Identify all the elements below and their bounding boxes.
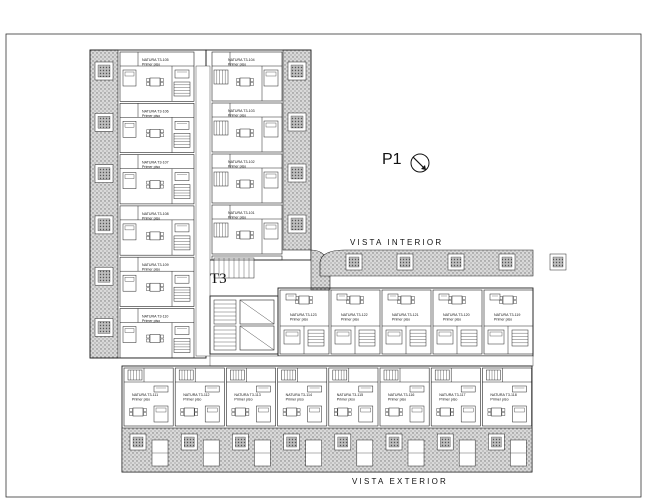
unit-name-label: NATURA T3-103 bbox=[228, 109, 255, 113]
unit-floor-label: Primer piso bbox=[290, 318, 308, 322]
unit-floor-label: Primer piso bbox=[228, 216, 246, 220]
unit-name-label: NATURA T3-123 bbox=[290, 313, 317, 317]
unit-name-label: NATURA T3-117 bbox=[439, 393, 465, 397]
unit-name-label: NATURA T3-113 bbox=[234, 393, 260, 397]
unit-name-label: NATURA T3-121 bbox=[392, 313, 419, 317]
unit-floor-label: Primer piso bbox=[443, 318, 461, 322]
unit-floor-label: Primer piso bbox=[392, 318, 410, 322]
unit-floor-label: Primer piso bbox=[228, 165, 246, 169]
unit-name-label: NATURA T3-119 bbox=[494, 313, 520, 317]
unit-floor-label: Primer piso bbox=[388, 398, 406, 402]
unit-floor-label: Primer piso bbox=[228, 63, 246, 67]
view-interior-label: VISTA INTERIOR bbox=[350, 238, 443, 247]
unit-floor-label: Primer piso bbox=[142, 319, 160, 323]
unit-name-label: NATURA T3-105 bbox=[142, 58, 169, 62]
unit-name-label: NATURA T3-116 bbox=[388, 393, 414, 397]
unit-name-label: NATURA T3-111 bbox=[132, 393, 158, 397]
unit-name-label: NATURA T3-102 bbox=[228, 160, 255, 164]
unit-floor-label: Primer piso bbox=[341, 318, 359, 322]
block-name: T3 bbox=[210, 271, 227, 287]
unit-floor-label: Primer piso bbox=[234, 398, 252, 402]
unit-name-label: NATURA T3-118 bbox=[490, 393, 516, 397]
unit-name-label: NATURA T3-120 bbox=[443, 313, 470, 317]
unit-floor-label: Primer piso bbox=[286, 398, 304, 402]
stair-core bbox=[209, 295, 279, 355]
unit-name-label: NATURA T3-101 bbox=[228, 211, 255, 215]
unit-name-label: NATURA T3-109 bbox=[142, 263, 169, 267]
north-arrow-icon bbox=[410, 153, 430, 173]
unit-floor-label: Primer piso bbox=[228, 114, 246, 118]
unit-floor-label: Primer piso bbox=[337, 398, 355, 402]
unit-floor-label: Primer piso bbox=[142, 114, 160, 118]
unit-floor-label: Primer piso bbox=[490, 398, 508, 402]
unit-name-label: NATURA T3-114 bbox=[286, 393, 312, 397]
unit-name-label: NATURA T3-115 bbox=[337, 393, 363, 397]
unit-name-label: NATURA T3-108 bbox=[142, 212, 169, 216]
unit-floor-label: Primer piso bbox=[142, 165, 160, 169]
unit-name-label: NATURA T3-107 bbox=[142, 161, 169, 165]
unit-floor-label: Primer piso bbox=[439, 398, 457, 402]
unit-floor-label: Primer piso bbox=[142, 268, 160, 272]
unit-name-label: NATURA T3-110 bbox=[142, 315, 168, 319]
view-exterior-label: VISTA EXTERIOR bbox=[352, 477, 448, 486]
unit-floor-label: Primer piso bbox=[142, 216, 160, 220]
sheet-code: P1 bbox=[382, 151, 402, 168]
unit-floor-label: Primer piso bbox=[132, 398, 150, 402]
unit-floor-label: Primer piso bbox=[183, 398, 201, 402]
unit-name-label: NATURA T3-122 bbox=[341, 313, 368, 317]
unit-name-label: NATURA T3-104 bbox=[228, 58, 255, 62]
unit-name-label: NATURA T3-112 bbox=[183, 393, 209, 397]
unit-floor-label: Primer piso bbox=[494, 318, 512, 322]
unit-floor-label: Primer piso bbox=[142, 63, 160, 67]
sheet-border bbox=[5, 33, 642, 498]
unit-name-label: NATURA T3-106 bbox=[142, 109, 169, 113]
